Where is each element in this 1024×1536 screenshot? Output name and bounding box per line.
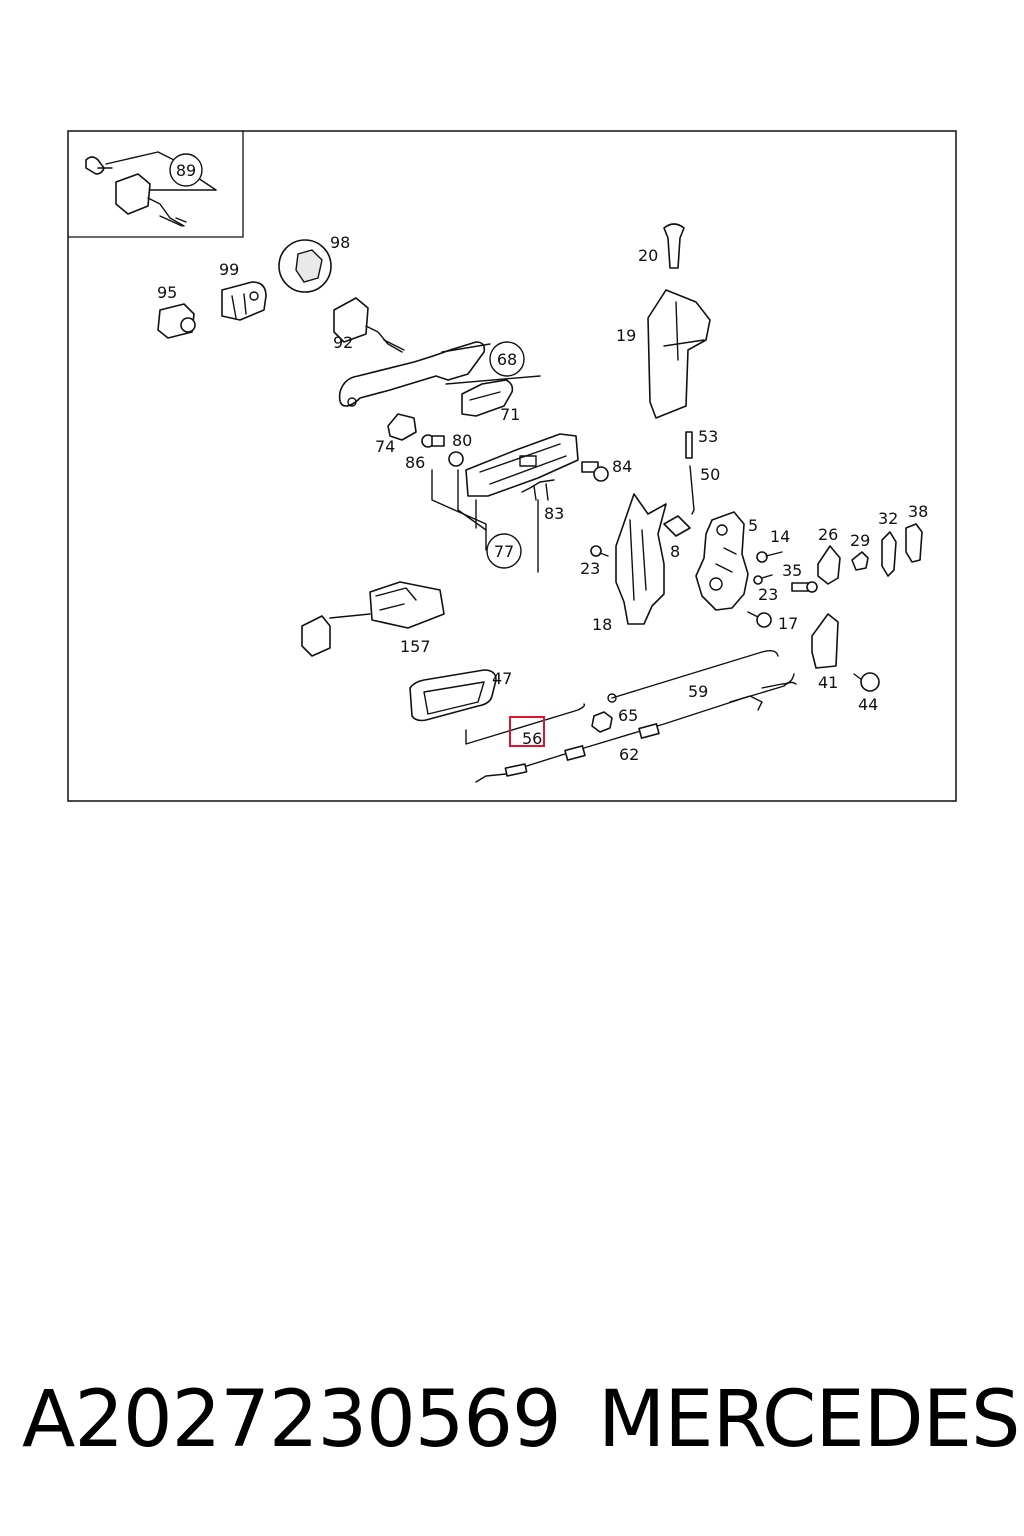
part-26-striker xyxy=(817,545,841,585)
label-38: 38 xyxy=(908,502,928,521)
label-41: 41 xyxy=(818,673,838,692)
label-23a: 23 xyxy=(580,559,600,578)
inset-frame xyxy=(68,131,244,238)
part-20-lock-knob xyxy=(663,223,685,269)
label-157: 157 xyxy=(400,637,431,656)
label-44: 44 xyxy=(858,695,878,714)
part-99-bracket xyxy=(221,281,267,321)
callout-77-text: 77 xyxy=(494,542,514,561)
label-92: 92 xyxy=(333,333,353,352)
part-35-bolt xyxy=(791,581,818,593)
callout-89 xyxy=(169,153,203,187)
label-53: 53 xyxy=(698,427,718,446)
label-99: 99 xyxy=(219,260,239,279)
label-59: 59 xyxy=(688,682,708,701)
part-98-cap xyxy=(278,239,332,293)
part-71-trim xyxy=(461,379,514,417)
part-19-guide xyxy=(647,289,711,419)
label-23b: 23 xyxy=(758,585,778,604)
label-50: 50 xyxy=(700,465,720,484)
label-80: 80 xyxy=(452,431,472,450)
label-86: 86 xyxy=(405,453,425,472)
part-68-door-handle xyxy=(338,341,541,407)
label-18: 18 xyxy=(592,615,612,634)
part-77-handle-carrier xyxy=(431,433,579,573)
label-62: 62 xyxy=(619,745,639,764)
part-92-lock-barrel xyxy=(333,297,405,353)
part-62-cable xyxy=(475,673,797,783)
callout-68 xyxy=(489,341,525,377)
part-17-screw xyxy=(747,611,772,628)
part-18-bracket xyxy=(615,493,667,625)
label-35: 35 xyxy=(782,561,802,580)
part-65-nut xyxy=(591,711,613,733)
label-32: 32 xyxy=(878,509,898,528)
label-19: 19 xyxy=(616,326,636,345)
part-83-spring xyxy=(521,479,555,501)
label-74: 74 xyxy=(375,437,395,456)
part-80-washer xyxy=(448,451,464,467)
label-8: 8 xyxy=(670,542,680,561)
label-98: 98 xyxy=(330,233,350,252)
brand-text: MERCEDES xyxy=(598,1375,1020,1465)
label-95: 95 xyxy=(157,283,177,302)
part-38-plate xyxy=(905,523,923,563)
part-89-lock-cylinder xyxy=(85,151,217,227)
label-17: 17 xyxy=(778,614,798,633)
label-47: 47 xyxy=(492,669,512,688)
part-59-rod xyxy=(607,649,779,703)
part-95-cap xyxy=(157,303,196,339)
part-47-inner-handle xyxy=(409,669,497,722)
callout-68-text: 68 xyxy=(497,350,517,369)
label-14: 14 xyxy=(770,527,790,546)
part-53-pin xyxy=(685,431,693,459)
label-26: 26 xyxy=(818,525,838,544)
callout-77 xyxy=(486,533,522,569)
part-44-screw xyxy=(853,672,880,692)
part-29-clip xyxy=(851,551,869,571)
part-5-door-lock xyxy=(695,511,749,611)
footer: A2027230569 MERCEDES xyxy=(0,1370,1024,1470)
part-74-clip xyxy=(387,413,417,441)
label-56: 56 xyxy=(522,729,542,748)
label-71: 71 xyxy=(500,405,520,424)
part-56-rod xyxy=(465,703,586,745)
label-83: 83 xyxy=(544,504,564,523)
part-number-text: A2027230569 xyxy=(22,1375,562,1465)
part-41-striker-plate xyxy=(811,613,839,669)
diagram-frame xyxy=(67,130,957,802)
part-23-screw-a xyxy=(590,545,609,557)
label-65: 65 xyxy=(618,706,638,725)
label-5: 5 xyxy=(748,516,758,535)
label-20: 20 xyxy=(638,246,658,265)
part-84-bolt xyxy=(581,461,609,482)
part-8-clip xyxy=(663,515,691,537)
part-23-screw-b xyxy=(753,574,773,585)
callout-89-text: 89 xyxy=(176,161,196,180)
part-14-screw xyxy=(756,551,783,563)
part-86-screw xyxy=(421,434,445,448)
part-157-actuator xyxy=(301,581,445,657)
part-50-rod xyxy=(689,465,695,515)
highlight-box-56 xyxy=(509,716,545,747)
part-32-plate xyxy=(881,531,897,577)
label-84: 84 xyxy=(612,457,632,476)
label-29: 29 xyxy=(850,531,870,550)
